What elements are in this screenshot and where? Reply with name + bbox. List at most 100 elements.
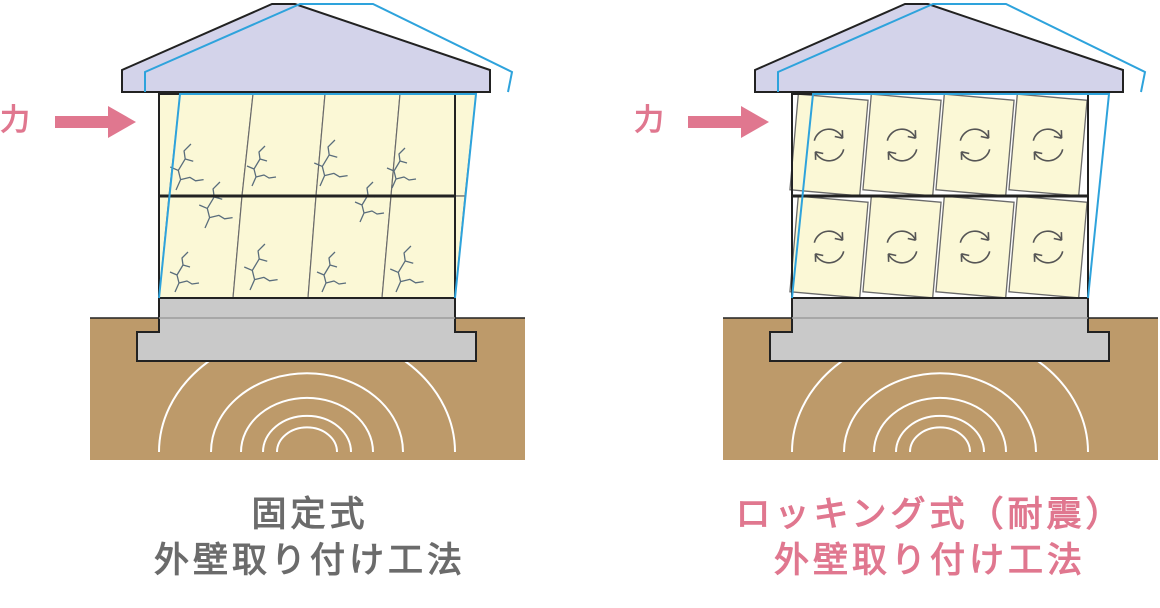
rotate-arrow-arc (813, 230, 844, 243)
rotate-arrow-head (980, 130, 990, 139)
crack-icon (169, 143, 204, 191)
rocking-panel-upper (789, 93, 869, 197)
wall-panel-upper (390, 93, 477, 197)
rotate-arrow-head (960, 151, 970, 160)
rotate-arrow-arc (886, 128, 917, 141)
roof-deformed-outline (144, 3, 514, 93)
rotate-arrows-icon (813, 128, 845, 162)
rotate-arrow-arc (1032, 230, 1063, 243)
foundation (136, 297, 477, 362)
left-force-label: 力 (0, 103, 30, 138)
right-house-rocking (688, 3, 1158, 460)
rotate-arrow-head (887, 151, 897, 160)
roof (754, 3, 1124, 93)
crack-icon (169, 251, 200, 293)
rotate-arrow-arc (1032, 128, 1063, 141)
left-caption: 固定式 外壁取り付け工法 (80, 492, 540, 584)
wall-panel-lower (158, 195, 243, 299)
wall-panel (789, 93, 869, 197)
rotate-arrow-arc (1033, 149, 1064, 162)
left-caption-line2: 外壁取り付け工法 (153, 541, 466, 581)
wall-panel-lower (307, 195, 392, 299)
rotate-arrow-arc (814, 149, 845, 162)
wall-panel-upper (168, 93, 254, 197)
rotate-arrow-arc (813, 128, 844, 141)
wall-panel-lower (381, 195, 466, 299)
force-arrow-icon (55, 106, 136, 138)
left-house-fixed (55, 3, 525, 460)
crack-icon (386, 147, 417, 189)
wall-panel (789, 195, 869, 299)
crack-icon (246, 145, 277, 187)
right-force-label: 力 (634, 103, 664, 138)
force-arrow-icon (688, 106, 769, 138)
rocking-panel-lower (862, 195, 942, 299)
rocking-panel-upper (1008, 93, 1088, 197)
rotate-arrow-head (814, 253, 824, 262)
rotate-arrow-arc (960, 149, 991, 162)
rotate-arrows-icon (813, 230, 845, 264)
crack-icon (313, 139, 348, 187)
right-caption-line2: 外壁取り付け工法 (773, 541, 1086, 581)
rotate-arrow-head (980, 232, 990, 241)
frame-deformed-outline (158, 93, 478, 299)
rotate-arrow-arc (959, 128, 990, 141)
rotate-arrows-icon (1032, 128, 1064, 162)
crack-icon (198, 181, 233, 229)
rotate-arrows-icon (1032, 230, 1064, 264)
crack-icon (389, 245, 424, 293)
seismic-wave-arc (843, 372, 1037, 453)
rocking-panel-lower (1008, 195, 1088, 299)
seismic-wave-arc (210, 372, 404, 453)
rocking-panel-lower (935, 195, 1015, 299)
rotate-arrow-arc (887, 251, 918, 264)
rocking-panel-upper (935, 93, 1015, 197)
right-caption-line1: ロッキング式（耐震） (735, 495, 1125, 535)
rotate-arrow-head (1053, 232, 1063, 241)
wall-panel (862, 195, 942, 299)
right-caption: ロッキング式（耐震） 外壁取り付け工法 (700, 492, 1160, 584)
left-caption-line1: 固定式 (251, 495, 369, 535)
rotate-arrow-arc (959, 230, 990, 243)
rotate-arrow-head (1053, 130, 1063, 139)
rotate-arrow-head (907, 232, 917, 241)
roof (121, 3, 491, 93)
foundation (769, 297, 1110, 362)
rotate-arrow-head (1033, 253, 1043, 262)
wall-panel (1008, 195, 1088, 299)
rocking-panel-upper (862, 93, 942, 197)
rotate-arrows-icon (959, 230, 991, 264)
seismic-wave-arc (895, 414, 985, 453)
rotate-arrow-arc (886, 230, 917, 243)
rotate-arrow-head (960, 253, 970, 262)
rotate-arrow-head (814, 151, 824, 160)
seismic-wave-arc (276, 426, 338, 453)
rotate-arrows-icon (886, 230, 918, 264)
wall-panel (935, 195, 1015, 299)
wall-panel (935, 93, 1015, 197)
rotate-arrow-head (834, 130, 844, 139)
rotate-arrow-arc (1033, 251, 1064, 264)
rotate-arrow-arc (960, 251, 991, 264)
wall-panel (1008, 93, 1088, 197)
wall-panel-upper (315, 93, 401, 197)
crack-icon (354, 181, 385, 223)
rotate-arrow-head (1033, 151, 1043, 160)
crack-icon (243, 243, 278, 291)
roof-deformed-outline (777, 3, 1147, 93)
crack-icon (316, 251, 347, 293)
ground (723, 318, 1158, 460)
rotate-arrows-icon (959, 128, 991, 162)
wall-panel-lower (232, 195, 317, 299)
seismic-wave-arc (873, 396, 1007, 453)
frame-deformed-outline (791, 93, 1111, 299)
wall-panel (862, 93, 942, 197)
rotate-arrows-icon (886, 128, 918, 162)
rotate-arrow-arc (887, 149, 918, 162)
rotate-arrow-head (887, 253, 897, 262)
seismic-wave-arc (240, 396, 374, 453)
seismic-wave-arc (262, 414, 352, 453)
rocking-panel-lower (789, 195, 869, 299)
